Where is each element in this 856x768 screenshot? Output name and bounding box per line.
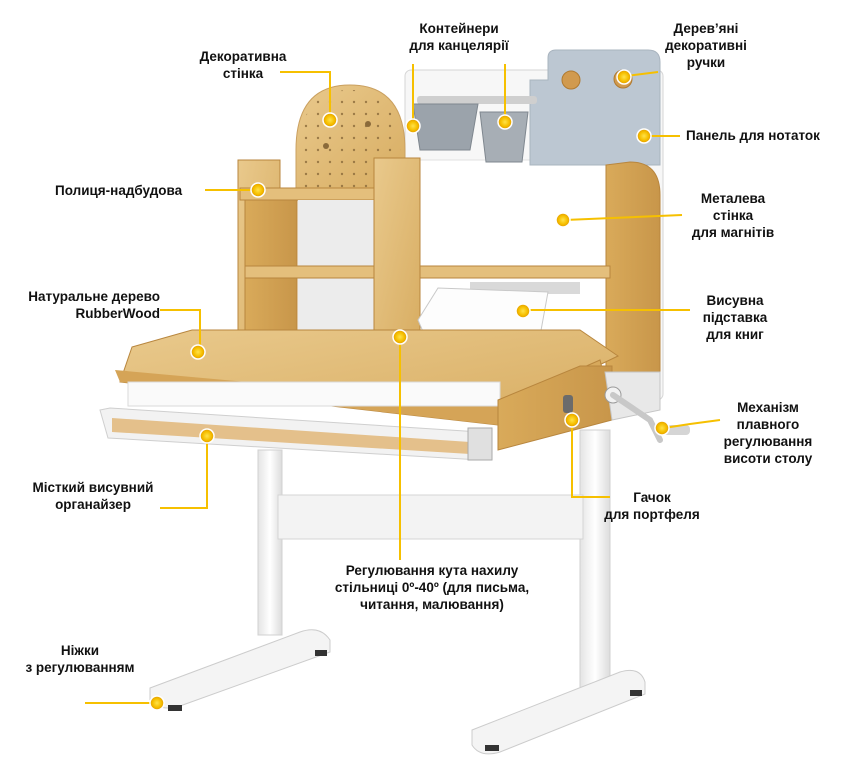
leader-lines bbox=[85, 64, 721, 704]
marker-dots bbox=[149, 69, 670, 711]
marker-dot bbox=[497, 114, 513, 130]
marker-dot bbox=[250, 182, 266, 198]
marker-dot bbox=[654, 420, 670, 436]
callout-shelf: Полиця-надбудова bbox=[55, 183, 183, 198]
marker-dot bbox=[190, 344, 206, 360]
marker-dot bbox=[555, 212, 571, 228]
marker-dot bbox=[199, 428, 215, 444]
right-side-panel bbox=[605, 161, 661, 381]
callout-notes-panel: Панель для нотаток bbox=[686, 128, 820, 143]
marker-dot bbox=[322, 112, 338, 128]
callout-decor-wall: Декоративна стінка bbox=[199, 49, 287, 81]
stationery-containers bbox=[412, 96, 537, 163]
marker-dot bbox=[405, 118, 421, 134]
marker-dot bbox=[636, 128, 652, 144]
legs bbox=[149, 429, 646, 755]
callout-height-mechanism: Механізм плавного регулювання висоти сто… bbox=[723, 400, 813, 466]
marker-dot bbox=[616, 69, 632, 85]
callout-bag-hook: Гачок для портфеля bbox=[604, 490, 700, 522]
crank-mechanism bbox=[497, 365, 690, 451]
callout-book-stand: Висувна підставка для книг bbox=[702, 293, 768, 342]
marker-dot bbox=[515, 303, 531, 319]
marker-dot bbox=[392, 329, 408, 345]
callout-organizer: Місткий висувний органайзер bbox=[32, 480, 154, 512]
marker-dot bbox=[149, 695, 165, 711]
callout-legs: Ніжки з регулюванням bbox=[25, 643, 135, 675]
callout-metal-wall: Металева стінка для магнітів bbox=[691, 191, 775, 240]
marker-dot bbox=[564, 412, 580, 428]
callout-natural-wood: Натуральне дерево RubberWood bbox=[28, 289, 160, 321]
callout-wood-handles: Дерев’яні декоративні ручки bbox=[665, 21, 747, 70]
notes-panel bbox=[529, 49, 661, 166]
callout-containers: Контейнери для канцелярії bbox=[409, 21, 509, 53]
callout-tilt: Регулювання кута нахилу стільниці 0º-40º… bbox=[334, 563, 530, 612]
organizer-drawer bbox=[99, 407, 493, 461]
